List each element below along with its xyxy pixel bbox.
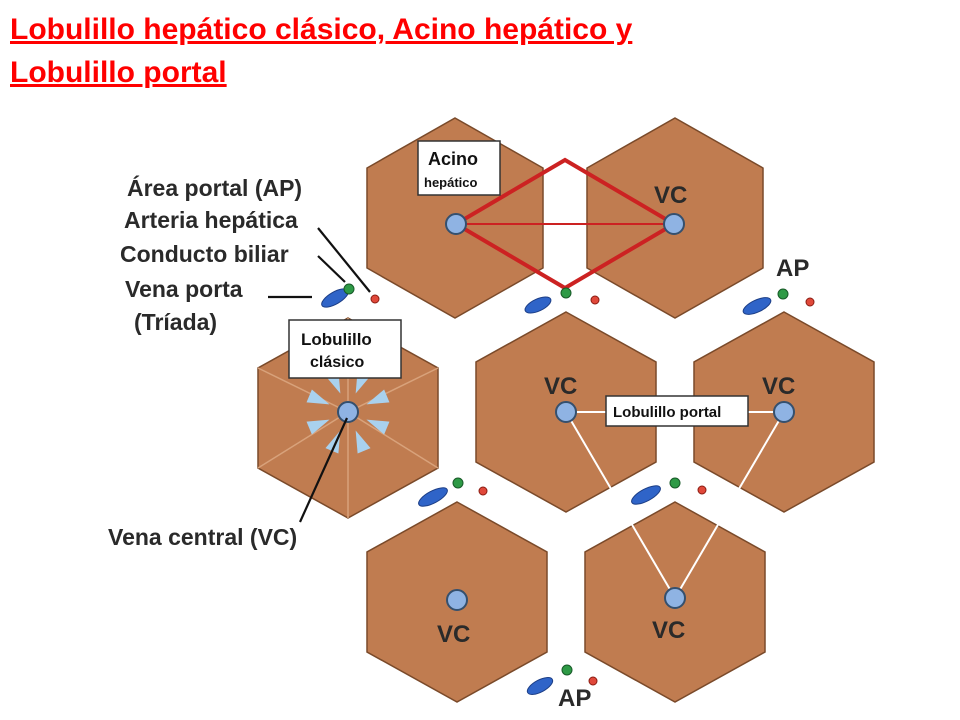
flow-arrow xyxy=(355,430,371,454)
lobulillo-portal-box: Lobulillo portal xyxy=(605,395,749,427)
bile-duct xyxy=(560,287,572,299)
label-vena-porta: Vena porta xyxy=(125,276,243,302)
label-area-portal: Área portal (AP) xyxy=(127,174,302,201)
lobulillo-clasico-box-line-1: Lobulillo xyxy=(301,330,372,349)
central-vein-group xyxy=(337,213,795,611)
portal-triad xyxy=(321,283,380,308)
portal-triad-group xyxy=(321,283,815,695)
portal-triad xyxy=(526,664,598,695)
bile-duct xyxy=(343,283,355,295)
page-title: Lobulillo hepático clásico, Acino hepáti… xyxy=(10,8,890,94)
portal-triad xyxy=(524,287,600,314)
lobulillo-clasico-box: Lobulillo clásico xyxy=(288,319,402,379)
title-line-2: Lobulillo portal xyxy=(10,56,227,89)
label-vena-central: Vena central (VC) xyxy=(108,524,297,550)
vc-label-middle-right: VC xyxy=(762,373,795,400)
bile-duct xyxy=(669,477,681,489)
central-vein-top-left xyxy=(445,213,467,235)
label-arteria-hepatica: Arteria hepática xyxy=(124,207,298,233)
acino-box: Acino hepático xyxy=(417,140,501,196)
lobulillo-portal-box-text: Lobulillo portal xyxy=(613,404,721,421)
central-vein-classic xyxy=(337,401,359,423)
central-vein-bottom-right xyxy=(664,587,686,609)
classic-lobule-division-lines xyxy=(257,318,439,518)
vc-labels: VC VC VC VC VC AP AP xyxy=(437,182,809,712)
ap-label-top-right: AP xyxy=(776,255,809,282)
vc-label-bottom-left: VC xyxy=(437,621,470,648)
bile-duct xyxy=(777,288,789,300)
bile-duct xyxy=(561,664,573,676)
lobule-group xyxy=(257,117,875,703)
vc-label-top-right: VC xyxy=(654,182,687,209)
lobulillo-clasico-box-line-2: clásico xyxy=(310,354,364,371)
label-leader-lines xyxy=(268,227,371,523)
flow-arrow xyxy=(306,389,330,405)
label-conducto-biliar: Conducto biliar xyxy=(120,241,289,267)
hepatic-artery xyxy=(805,297,815,307)
hepatic-artery xyxy=(590,295,600,305)
ap-label-bottom: AP xyxy=(558,685,591,712)
hepatic-artery xyxy=(478,486,488,496)
hepatic-artery xyxy=(370,294,380,304)
hepatic-artery xyxy=(588,676,598,686)
portal-triad xyxy=(742,288,815,315)
title-line-1: Lobulillo hepático clásico, Acino hepáti… xyxy=(10,13,633,46)
portal-triad xyxy=(418,477,488,507)
label-triada: (Tríada) xyxy=(134,309,217,335)
flow-arrow xyxy=(366,389,390,405)
flow-arrow xyxy=(366,419,390,435)
portal-vein xyxy=(631,485,661,505)
left-labels: Área portal (AP) Arteria hepática Conduc… xyxy=(108,174,302,550)
acino-box-line-2: hepático xyxy=(424,175,478,190)
central-vein-middle-right xyxy=(773,401,795,423)
portal-triad xyxy=(631,477,707,505)
central-vein-bottom-left xyxy=(446,589,468,611)
central-vein-top-right xyxy=(663,213,685,235)
central-vein-middle-center xyxy=(555,401,577,423)
portal-vein xyxy=(742,297,772,315)
flow-arrow xyxy=(325,430,341,454)
vc-label-bottom-right: VC xyxy=(652,617,685,644)
bile-duct xyxy=(452,477,464,489)
portal-vein xyxy=(526,677,554,695)
vc-label-middle-center: VC xyxy=(544,373,577,400)
acino-box-line-1: Acino xyxy=(428,149,478,169)
hepatic-artery xyxy=(697,485,707,495)
portal-vein xyxy=(524,296,552,314)
portal-vein xyxy=(418,487,448,507)
flow-arrow xyxy=(306,419,330,435)
